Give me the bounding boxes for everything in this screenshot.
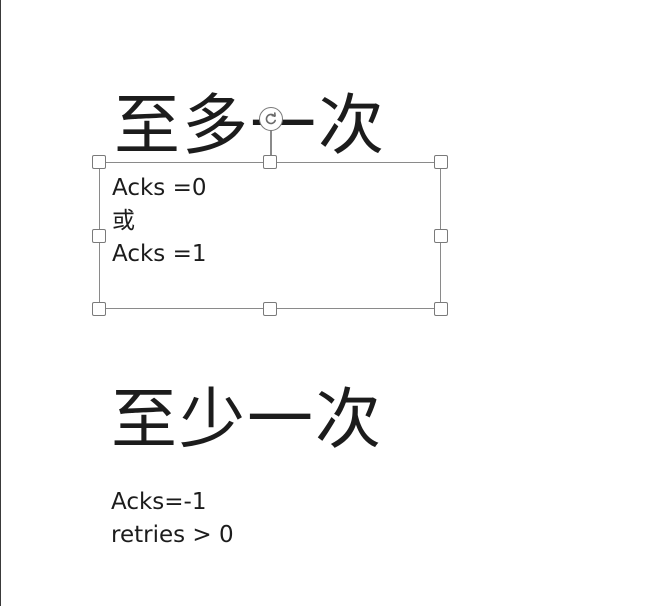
heading-at-least-once[interactable]: 至少一次	[111, 381, 383, 458]
text-line: retries > 0	[111, 522, 234, 548]
text-line: Acks =1	[112, 241, 207, 267]
resize-handle-middle-left[interactable]	[92, 229, 106, 243]
heading-at-most-once[interactable]: 至多一次	[114, 87, 386, 164]
selected-text-box-content[interactable]: Acks =0 或 Acks =1	[112, 172, 207, 271]
resize-handle-top-middle[interactable]	[263, 155, 277, 169]
rotate-stem	[270, 128, 272, 156]
resize-handle-bottom-middle[interactable]	[263, 302, 277, 316]
selection-frame[interactable]	[99, 162, 441, 309]
text-block-acks[interactable]: Acks=-1 retries > 0	[111, 486, 234, 552]
rotate-icon	[265, 112, 276, 125]
resize-handle-top-right[interactable]	[434, 155, 448, 169]
rotate-handle[interactable]	[259, 107, 283, 131]
text-line: Acks =0	[112, 175, 207, 201]
text-line: 或	[112, 208, 135, 234]
resize-handle-middle-right[interactable]	[434, 229, 448, 243]
text-line: Acks=-1	[111, 489, 207, 515]
page-left-edge	[0, 0, 1, 606]
resize-handle-top-left[interactable]	[92, 155, 106, 169]
resize-handle-bottom-left[interactable]	[92, 302, 106, 316]
resize-handle-bottom-right[interactable]	[434, 302, 448, 316]
